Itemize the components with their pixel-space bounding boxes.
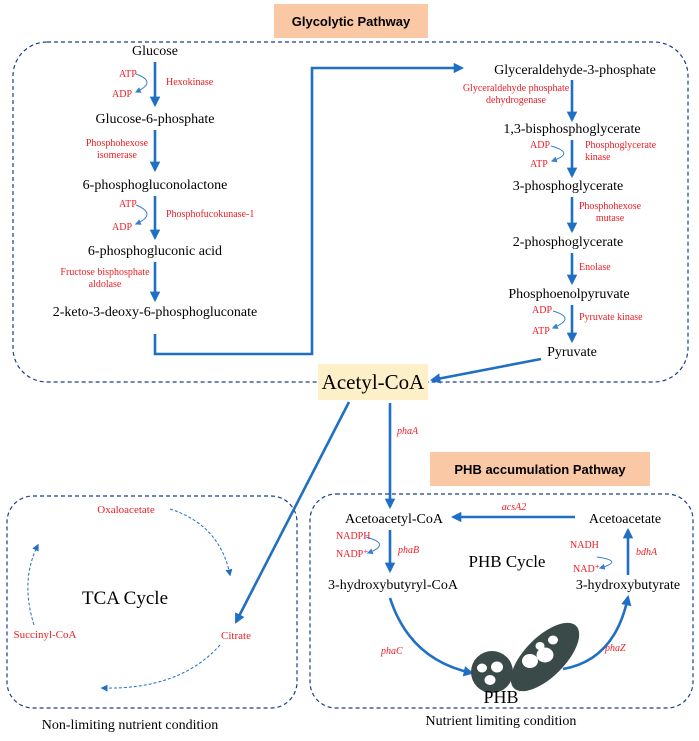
metabolite-phosphoenolpyruvate: Phosphoenolpyruvate	[508, 287, 629, 302]
enzyme-phosphohexose-isomerase-l2: isomerase	[97, 150, 138, 161]
metabolite-pyruvate: Pyruvate	[547, 345, 597, 360]
metabolite-acetoacetyl-coa: Acetoacetyl-CoA	[345, 512, 444, 527]
enzyme-hexokinase: Hexokinase	[166, 77, 214, 88]
cofactor-adp-4: ADP	[532, 305, 552, 316]
enzyme-gapdh-l2: dehydrogenase	[486, 95, 547, 106]
tca-cycle-box	[6, 495, 298, 709]
cofactor-nadph: NADPH	[336, 531, 370, 542]
tca-citrate: Citrate	[221, 630, 251, 642]
enzyme-fructose-bisphosphate-l1: Fructose bisphosphate	[60, 267, 150, 278]
tca-oxaloacetate: Oxaloacetate	[97, 504, 155, 516]
phb-title-box	[430, 452, 650, 486]
metabolite-3-hydroxybutyrate: 3-hydroxybutyrate	[576, 578, 680, 593]
glycolytic-title: Glycolytic Pathway	[292, 14, 411, 29]
metabolite-6-phosphogluconolactone: 6-phosphogluconolactone	[83, 178, 228, 193]
metabolite-kdpg: 2-keto-3-deoxy-6-phosphogluconate	[53, 305, 258, 320]
phb-cycle-title: PHB Cycle	[469, 552, 546, 571]
cofactor-curve-3	[550, 145, 565, 163]
cofactor-nadp: NADP⁺	[336, 549, 369, 560]
gene-phaz: phaZ	[604, 643, 626, 654]
cofactor-nadh: NADH	[570, 540, 599, 551]
enzyme-phosphoglycerate-kinase-l1: Phosphoglycerate	[585, 140, 657, 151]
enzyme-gapdh-l1: Glyceraldehyde phosphate	[463, 83, 570, 94]
arrow-phb-to-hb	[562, 594, 632, 671]
enzyme-phosphofucokunase-1: Phosphofucokunase-1	[166, 209, 254, 220]
metabolite-acetyl-coa: Acetyl-CoA	[322, 370, 425, 394]
enzyme-pyruvate-kinase: Pyruvate kinase	[579, 312, 643, 323]
metabolite-6-phosphogluconic-acid: 6-phosphogluconic acid	[88, 244, 222, 259]
gene-phac: phaC	[380, 646, 403, 657]
condition-non-limiting: Non-limiting nutrient condition	[42, 718, 219, 733]
enzyme-phosphohexose-mutase-l2: mutase	[596, 213, 625, 224]
acetyl-coa-box	[318, 364, 428, 400]
cofactor-curve-bdha	[596, 556, 613, 570]
gene-phaa: phaA	[396, 426, 419, 437]
arrow-hbcoa-to-phb	[388, 597, 475, 677]
cofactor-atp-2: ATP	[119, 199, 137, 210]
tca-succinyl-coa: Succinyl-CoA	[14, 629, 77, 641]
metabolite-acetoacetate: Acetoacetate	[589, 512, 661, 527]
cofactor-curve-1	[134, 73, 148, 93]
metabolite-3-phosphoglycerate: 3-phosphoglycerate	[513, 179, 623, 194]
tca-arc-top-right	[169, 508, 233, 577]
gene-phab: phaB	[397, 545, 419, 556]
enzyme-fructose-bisphosphate-l2: aldolase	[89, 279, 122, 290]
condition-nutrient-limiting: Nutrient limiting condition	[426, 714, 577, 729]
metabolite-glucose: Glucose	[132, 44, 178, 59]
tca-arc-left	[27, 543, 39, 626]
metabolite-1-3-bisphosphoglycerate: 1,3-bisphosphoglycerate	[503, 122, 640, 137]
cofactor-adp-1: ADP	[112, 89, 132, 100]
metabolite-3-hydroxybutyryl-coa: 3-hydroxybutyryl-CoA	[328, 578, 459, 593]
arrow-kdpg-to-g3p	[153, 62, 465, 356]
metabolite-2-phosphoglycerate: 2-phosphoglycerate	[513, 235, 623, 250]
metabolite-glyceraldehyde-3-phosphate: Glyceraldehyde-3-phosphate	[494, 63, 656, 78]
phb-granule-icon	[471, 622, 580, 693]
cofactor-curve-4	[551, 310, 566, 329]
tca-cycle-title: TCA Cycle	[82, 588, 168, 609]
arrow-pyruvate-to-acetyl-coa	[429, 357, 542, 384]
cofactor-adp-2: ADP	[112, 222, 132, 233]
enzyme-enolase: Enolase	[579, 262, 611, 273]
cofactor-curve-phab	[365, 536, 380, 555]
phb-title: PHB accumulation Pathway	[454, 462, 626, 477]
enzyme-phosphohexose-isomerase-l1: Phosphohexose	[86, 138, 149, 149]
metabolite-glucose-6-phosphate: Glucose-6-phosphate	[96, 112, 215, 127]
cofactor-adp-3: ADP	[530, 140, 550, 151]
glycolytic-title-box	[274, 4, 428, 38]
tca-arc-bottom-right	[100, 644, 221, 692]
phb-granule-label: PHB	[483, 687, 518, 707]
enzyme-phosphoglycerate-kinase-l2: kinase	[585, 152, 611, 163]
cofactor-curve-2	[134, 204, 148, 225]
cofactor-nad: NAD⁺	[573, 564, 600, 575]
enzyme-phosphohexose-mutase-l1: Phosphohexose	[579, 201, 642, 212]
gene-bdha: bdhA	[636, 547, 658, 558]
gene-acsa2: acsA2	[502, 502, 526, 513]
cofactor-atp-3: ATP	[530, 159, 548, 170]
cofactor-atp-4: ATP	[532, 326, 550, 337]
arrow-acetyl-coa-to-citrate	[234, 401, 351, 624]
cofactor-atp-1: ATP	[119, 69, 137, 80]
